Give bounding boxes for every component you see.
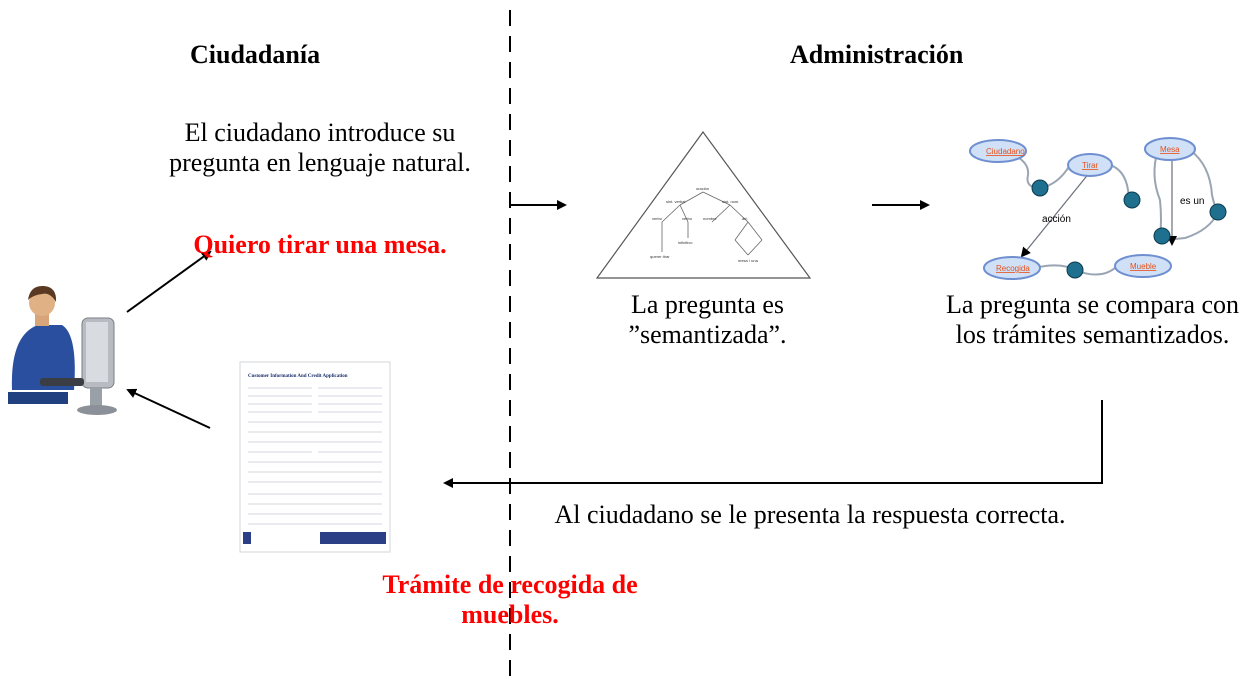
svg-text:Tirar: Tirar bbox=[1082, 161, 1098, 170]
ontology-graph-image: Ciudadano Tirar Mesa Recogida Mueble acc… bbox=[969, 137, 1227, 280]
ontology-isa-label: es un bbox=[1180, 196, 1204, 207]
ontology-nodes: Ciudadano Tirar Mesa Recogida Mueble bbox=[969, 137, 1196, 280]
user-computer-icon bbox=[8, 285, 117, 415]
svg-text:infinitivo: infinitivo bbox=[678, 240, 693, 245]
example-query-text: Quiero tirar una mesa. bbox=[193, 230, 447, 259]
svg-text:Ciudadano: Ciudadano bbox=[986, 147, 1025, 156]
arrow-user-to-query bbox=[126, 250, 212, 313]
svg-text:verbo: verbo bbox=[682, 216, 693, 221]
svg-text:sint. nom.: sint. nom. bbox=[722, 199, 739, 204]
arrow-form-to-user bbox=[126, 388, 211, 429]
svg-text:verbo: verbo bbox=[652, 216, 663, 221]
arrow-response-return bbox=[443, 400, 1103, 488]
semantic-tree-image: oración sint. verbal sint. nom. verbo ve… bbox=[595, 130, 812, 279]
svg-text:mesa / una: mesa / una bbox=[738, 258, 759, 263]
svg-text:sint. verbal: sint. verbal bbox=[666, 199, 685, 204]
comparison-step-text: La pregunta se compara con los trámites … bbox=[945, 290, 1240, 349]
svg-text:Recogida: Recogida bbox=[996, 264, 1030, 273]
administration-heading: Administración bbox=[790, 40, 964, 69]
svg-text:Mueble: Mueble bbox=[1130, 262, 1157, 271]
citizen-step-text: El ciudadano introduce su pregunta en le… bbox=[169, 118, 471, 177]
svg-text:oración: oración bbox=[696, 186, 709, 191]
ontology-action-label: acción bbox=[1042, 214, 1071, 225]
svg-text:querer tirar: querer tirar bbox=[650, 254, 670, 259]
svg-text:Mesa: Mesa bbox=[1160, 145, 1180, 154]
semantization-step-text: La pregunta es ”semantizada”. bbox=[628, 290, 787, 349]
citizen-heading: Ciudadanía bbox=[190, 40, 321, 69]
result-text: Trámite de recogida de muebles. bbox=[382, 570, 638, 629]
svg-text:art.: art. bbox=[742, 216, 748, 221]
svg-text:nombre: nombre bbox=[703, 216, 717, 221]
form-document-image: Customer Information And Credit Applicat… bbox=[239, 361, 391, 553]
form-title: Customer Information And Credit Applicat… bbox=[248, 374, 348, 379]
response-step-text: Al ciudadano se le presenta la respuesta… bbox=[554, 500, 1066, 529]
